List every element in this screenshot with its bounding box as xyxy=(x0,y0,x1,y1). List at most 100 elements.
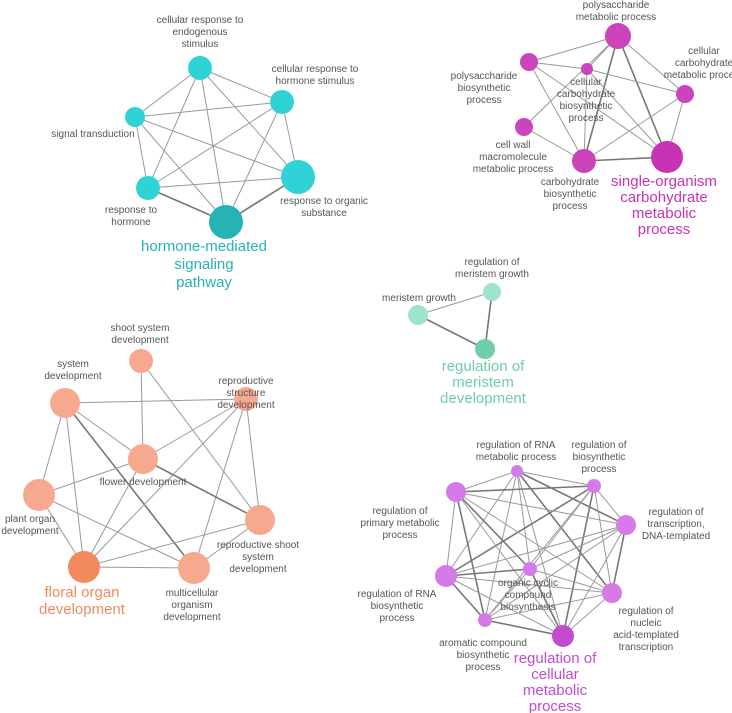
edge-rto-rth xyxy=(147,176,299,189)
edge-rrnamp-rcmp xyxy=(516,470,564,637)
node-rsd[interactable] xyxy=(234,387,258,411)
node-crs[interactable] xyxy=(188,56,212,80)
edge-rtdt-acbp xyxy=(484,524,627,621)
edge-fod-mod xyxy=(83,566,195,569)
edge-occbp-rnatt xyxy=(529,568,613,594)
node-ccmp[interactable] xyxy=(676,85,694,103)
edge-ssd-fd xyxy=(140,360,144,460)
node-hmsp[interactable] xyxy=(209,205,243,239)
node-pod[interactable] xyxy=(23,479,55,511)
edge-ccbp-ccmp xyxy=(586,68,686,95)
node-acbp[interactable] xyxy=(478,613,492,627)
edge-sd-fd xyxy=(64,402,144,460)
edge-sd-rsd xyxy=(64,398,247,404)
node-cwm[interactable] xyxy=(515,118,533,136)
node-crhs[interactable] xyxy=(270,90,294,114)
edge-rpmp-rnatt xyxy=(455,491,613,594)
node-rpmp[interactable] xyxy=(446,482,466,502)
edge-rsd-rssd xyxy=(245,398,261,521)
edge-pbp-cbp xyxy=(528,61,585,162)
node-st[interactable] xyxy=(125,107,145,127)
edge-pmp-cwm xyxy=(523,35,619,128)
edge-rpmp-rtdt xyxy=(455,491,627,526)
edge-rbp-rpmp xyxy=(455,485,595,493)
node-pbp[interactable] xyxy=(520,53,538,71)
edge-rtdt-rrnabp xyxy=(445,524,627,577)
edge-crhs-st xyxy=(134,101,283,118)
node-rto[interactable] xyxy=(281,160,315,194)
node-rssd[interactable] xyxy=(245,505,275,535)
edge-rssd-fod xyxy=(83,519,261,568)
node-rrnamp[interactable] xyxy=(511,465,523,477)
edge-rrnamp-rpmp xyxy=(455,470,518,493)
edge-pmp-pbp xyxy=(528,35,619,63)
node-rrnabp[interactable] xyxy=(435,565,457,587)
edge-fd-fod xyxy=(83,458,144,568)
edge-rpmp-acbp xyxy=(455,491,486,621)
node-ssd[interactable] xyxy=(129,349,153,373)
node-rth[interactable] xyxy=(136,176,160,200)
node-rmg[interactable] xyxy=(483,283,501,301)
edge-fd-rssd xyxy=(142,458,261,521)
node-occbp[interactable] xyxy=(523,562,537,576)
node-rbp[interactable] xyxy=(587,479,601,493)
node-rmd[interactable] xyxy=(475,339,495,359)
node-sd[interactable] xyxy=(50,388,80,418)
edge-occbp-acbp xyxy=(484,568,531,621)
edge-crhs-rth xyxy=(147,101,283,189)
node-fd[interactable] xyxy=(128,444,158,474)
edge-rbp-rnatt xyxy=(593,485,613,594)
node-pmp[interactable] xyxy=(605,23,631,49)
node-label-mg: meristem growth xyxy=(382,293,456,304)
edge-rbp-acbp xyxy=(484,485,595,621)
edge-rrnamp-rnatt xyxy=(516,470,613,594)
node-rcmp[interactable] xyxy=(552,625,574,647)
node-label-fd: flower development xyxy=(100,477,187,488)
edge-rpmp-occbp xyxy=(455,491,531,570)
edge-pbp-ccbp xyxy=(528,61,588,70)
edge-rbp-rrnabp xyxy=(445,485,595,577)
node-mod[interactable] xyxy=(178,552,210,584)
edge-rrnabp-rcmp xyxy=(445,575,564,637)
edge-occbp-rrnabp xyxy=(445,568,531,577)
edge-st-rth xyxy=(134,116,149,189)
edge-crs-hmsp xyxy=(199,67,227,223)
edge-crs-crhs xyxy=(199,67,283,103)
edge-rsd-fod xyxy=(83,398,247,568)
node-mg[interactable] xyxy=(408,305,428,325)
edge-st-rto xyxy=(134,116,299,178)
edge-rpmp-rcmp xyxy=(455,491,564,637)
edge-pbp-socmp xyxy=(528,61,668,158)
node-fod[interactable] xyxy=(68,551,100,583)
edge-crs-rto xyxy=(199,67,299,178)
node-cbp[interactable] xyxy=(572,149,596,173)
node-rnatt[interactable] xyxy=(602,583,622,603)
edge-pmp-cbp xyxy=(583,35,619,162)
edge-ccbp-cbp xyxy=(583,68,588,162)
edge-sd-fod xyxy=(64,402,85,568)
edge-rrnamp-rtdt xyxy=(516,470,627,526)
node-rtdt[interactable] xyxy=(616,515,636,535)
node-ccbp[interactable] xyxy=(581,63,593,75)
node-socmp[interactable] xyxy=(651,141,683,173)
edge-crhs-hmsp xyxy=(225,101,283,223)
edge-rnatt-acbp xyxy=(484,592,613,621)
